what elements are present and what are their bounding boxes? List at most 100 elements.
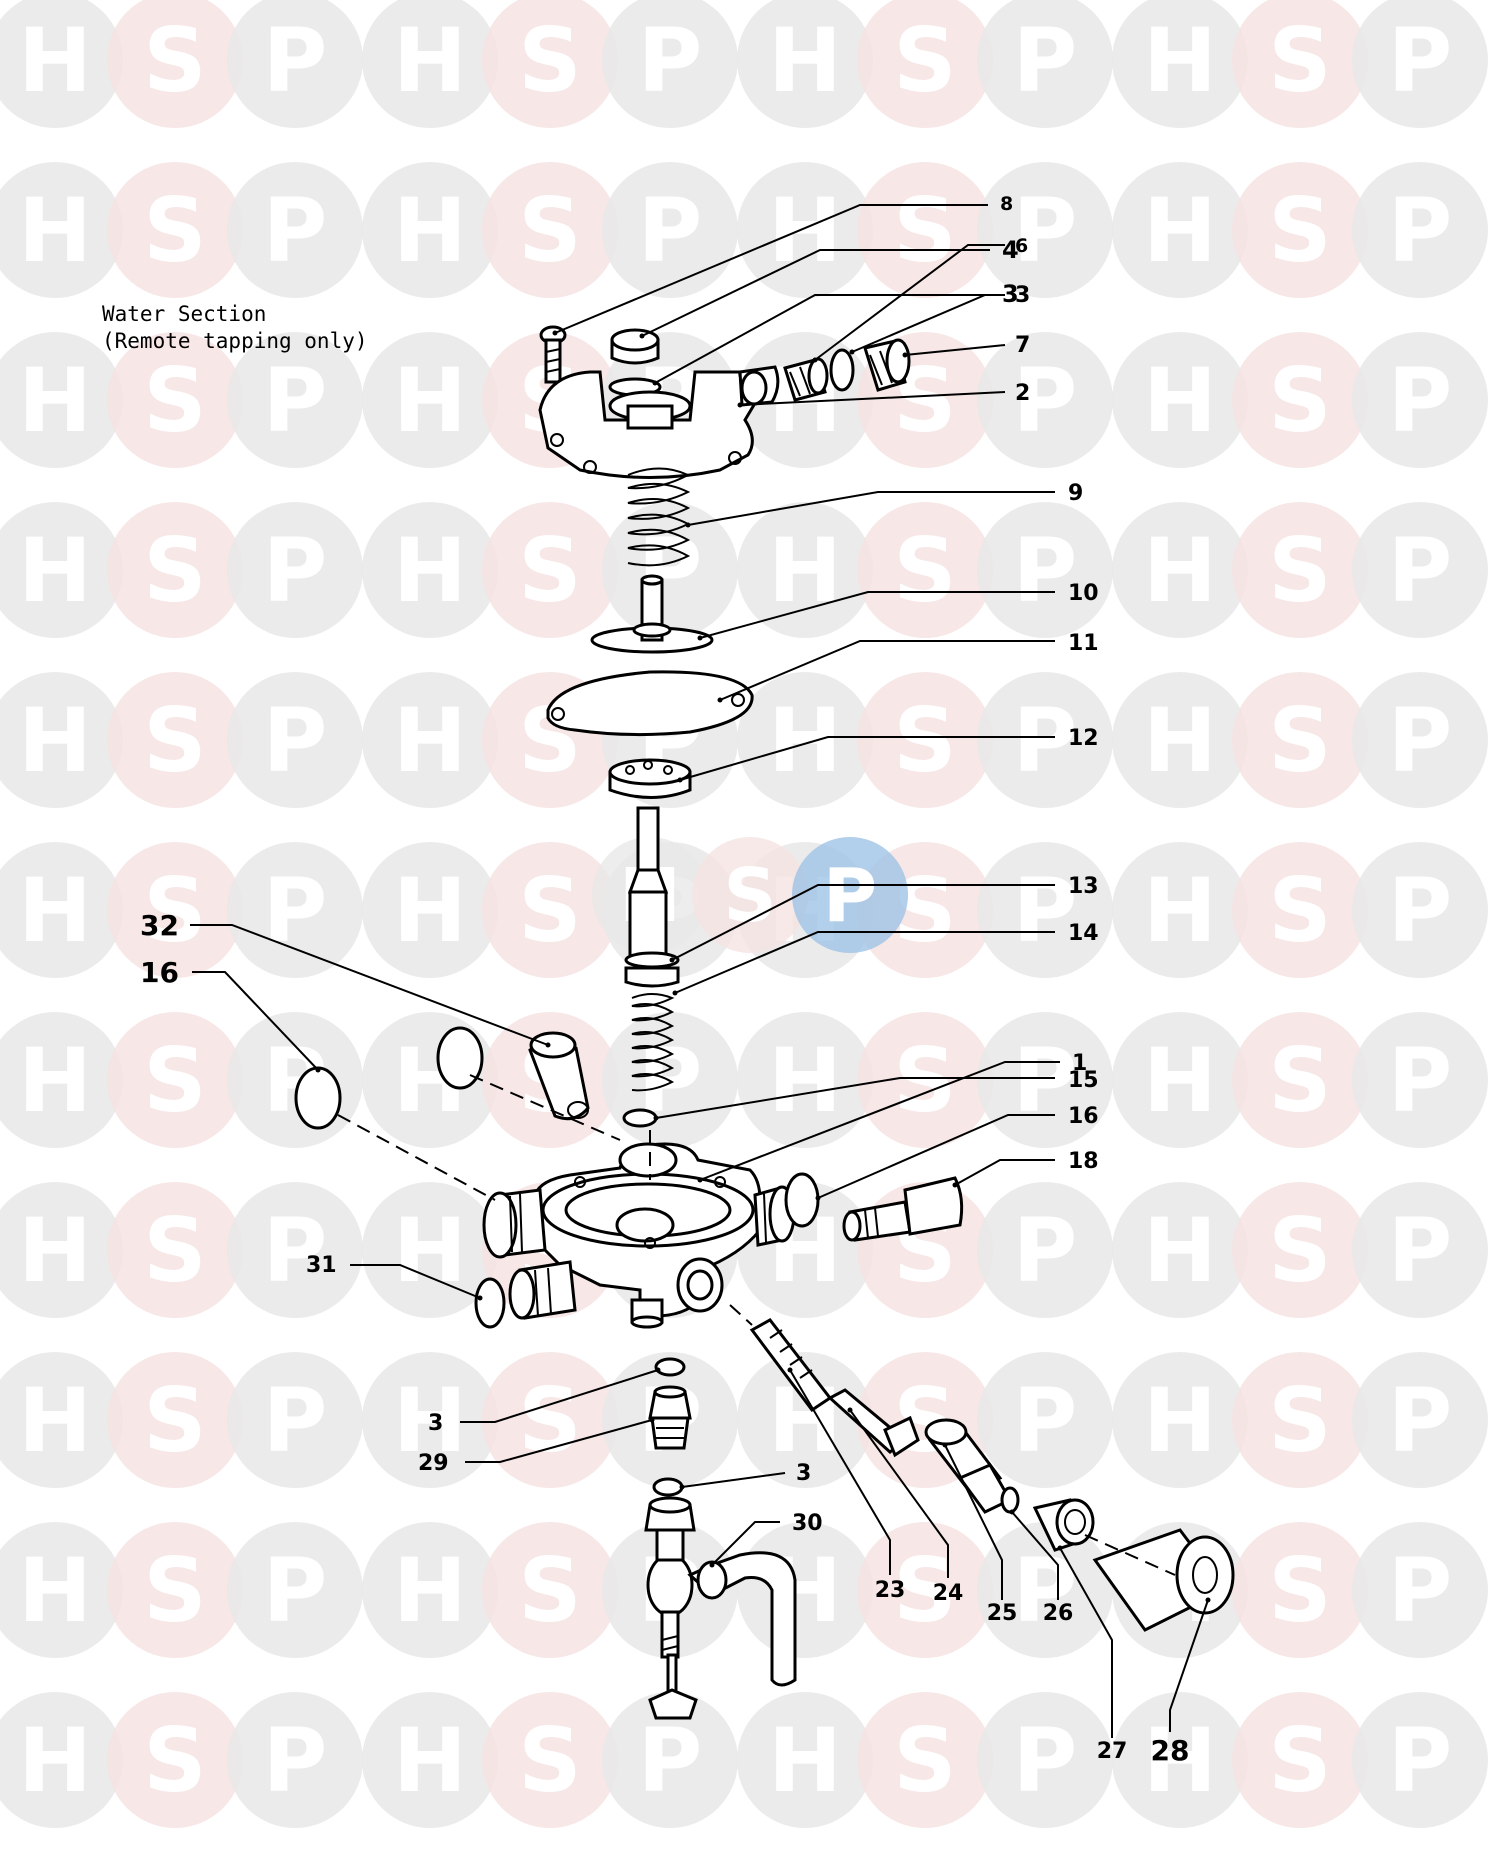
watermark-circle — [107, 1692, 243, 1828]
watermark-circle — [227, 842, 363, 978]
watermark-circle — [857, 1012, 993, 1148]
callout-label-c4: 4 — [1002, 236, 1019, 264]
callout-label-c13: 13 — [1068, 874, 1099, 899]
watermark-circle — [977, 502, 1113, 638]
watermark-letter: H — [1143, 179, 1217, 282]
callout-leader-line — [679, 736, 1055, 781]
watermark-circle — [977, 1692, 1113, 1828]
callout-leader-line — [460, 1369, 659, 1423]
callout-leader-line — [944, 1444, 1003, 1600]
part-valve-seat-12 — [608, 758, 692, 799]
watermark-circle — [1232, 1352, 1368, 1488]
part-filter-32 — [528, 1031, 590, 1121]
watermark-circle — [107, 502, 243, 638]
callout-leader-tip — [545, 1042, 551, 1048]
watermark-circle — [482, 1352, 618, 1488]
watermark-circle — [1232, 162, 1368, 298]
watermark-circle — [0, 0, 123, 128]
part-screw-8 — [539, 325, 567, 384]
callout-leader-tip — [639, 333, 645, 339]
callout-label-c28: 28 — [1151, 1734, 1190, 1767]
callout-label-c3d: 3 — [796, 1461, 811, 1486]
callout-leader-tip — [812, 357, 818, 363]
watermark-letter: P — [263, 179, 328, 282]
watermark-circle — [1232, 1522, 1368, 1658]
watermark-letter: H — [18, 859, 92, 962]
watermark-circle — [1232, 0, 1368, 128]
watermark-circle — [482, 1692, 618, 1828]
watermark-circle — [737, 502, 873, 638]
callout-label-c30: 30 — [792, 1511, 823, 1536]
watermark-circle — [1112, 0, 1248, 128]
watermark-circle — [482, 842, 618, 978]
watermark-highlight-letter: P — [823, 853, 877, 939]
watermark-letter: H — [393, 1369, 467, 1472]
callout-leader-tip — [847, 1407, 853, 1413]
watermark-letter: P — [1013, 1369, 1078, 1472]
callout-leader-tip — [787, 1367, 793, 1373]
watermark-circle — [227, 332, 363, 468]
callout-label-c14: 14 — [1068, 921, 1099, 946]
watermark-letter: P — [1388, 179, 1453, 282]
part-body-1 — [482, 1142, 796, 1329]
watermark-circle — [362, 162, 498, 298]
watermark-circle — [1352, 1182, 1488, 1318]
watermark-circle — [602, 0, 738, 128]
callout-leader-line — [851, 294, 1005, 353]
watermark-circle — [1112, 162, 1248, 298]
watermark-letter: P — [638, 1709, 703, 1812]
callout-leader-tip — [849, 349, 855, 355]
part-top-cover-2 — [538, 365, 780, 479]
watermark-letter: S — [1268, 1539, 1331, 1642]
watermark-letter: H — [1143, 9, 1217, 112]
callout-label-c16b: 16 — [1068, 1104, 1099, 1129]
callout-leader-line — [641, 249, 990, 337]
watermark-circle — [227, 1692, 363, 1828]
watermark-letter: H — [18, 1199, 92, 1302]
callout-leader-line — [1059, 1547, 1113, 1738]
callout-leader-line — [671, 884, 1055, 961]
watermark-letter: S — [1268, 689, 1331, 792]
watermark-letter: P — [263, 1709, 328, 1812]
watermark-letter: P — [1013, 689, 1078, 792]
watermark-highlight-circle — [792, 837, 908, 953]
callout-label-c24: 24 — [933, 1581, 964, 1606]
watermark-circle — [737, 1012, 873, 1148]
watermark-circle — [737, 672, 873, 808]
watermark-circle — [0, 1352, 123, 1488]
watermark-circle — [1112, 502, 1248, 638]
watermark-circle — [602, 502, 738, 638]
watermark-letter: P — [1388, 9, 1453, 112]
part-nut-14 — [624, 966, 680, 988]
watermark-letter: H — [1143, 519, 1217, 622]
watermark-circle — [1352, 502, 1488, 638]
watermark-circle — [1112, 1182, 1248, 1318]
callout-leader-line — [554, 204, 988, 334]
watermark-letter: H — [393, 9, 467, 112]
callout-leader-line — [674, 931, 1055, 994]
part-fitting-29 — [648, 1385, 692, 1450]
part-union-7 — [863, 338, 911, 392]
callout-leader-tip — [669, 957, 675, 963]
watermark-letter: H — [18, 519, 92, 622]
watermark-highlight-circle — [692, 837, 808, 953]
callout-label-c3a: 3 — [1002, 280, 1019, 308]
callout-leader-line — [655, 1077, 1055, 1119]
watermark-letter: H — [393, 1709, 467, 1812]
part-spindle-24 — [827, 1388, 920, 1458]
watermark-circle — [857, 502, 993, 638]
watermark-letter: P — [263, 1539, 328, 1642]
watermark-circle — [1232, 332, 1368, 468]
watermark-letter: H — [18, 9, 92, 112]
part-knob-28 — [1092, 1528, 1235, 1632]
alignment-line-mid — [469, 1074, 621, 1141]
watermark-letter: P — [1388, 689, 1453, 792]
part-valve-stem-12 — [627, 806, 669, 967]
watermark-letter: P — [1388, 859, 1453, 962]
callout-leader-line — [654, 294, 990, 384]
callout-leader-tip — [1205, 1597, 1211, 1603]
watermark-letter: S — [143, 1029, 206, 1132]
callout-leader-line — [719, 640, 1055, 701]
watermark-circle — [1352, 1352, 1488, 1488]
watermark-letter: S — [518, 859, 581, 962]
